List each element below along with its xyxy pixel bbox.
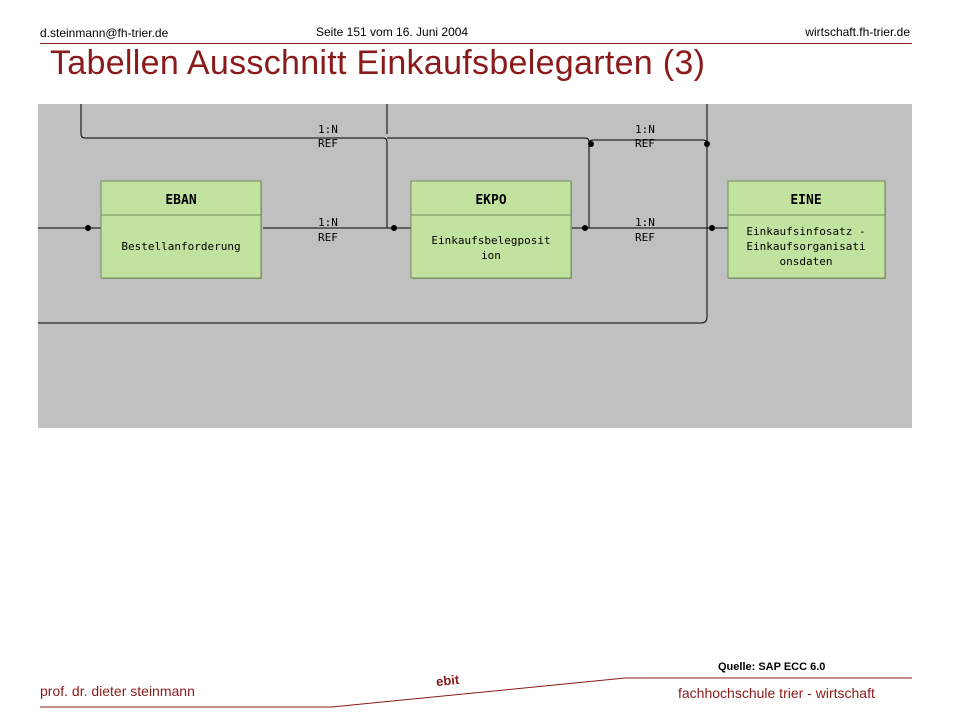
relation-labels: 1:N REF 1:N REF 1:N REF 1:N REF: [318, 123, 655, 244]
joint-dot: [709, 225, 715, 231]
table-box-eban[interactable]: EBAN Bestellanforderung: [100, 180, 262, 279]
table-description-line-3: onsdaten: [780, 255, 833, 268]
footer-author: prof. dr. dieter steinmann: [40, 683, 195, 699]
joint-dot: [704, 141, 710, 147]
table-description-line-2: ion: [481, 249, 501, 262]
joint-dot: [588, 141, 594, 147]
table-box-body: [100, 180, 262, 279]
table-name: EKPO: [475, 193, 506, 208]
header-page-info: Seite 151 vom 16. Juni 2004: [316, 25, 469, 39]
joint-dot: [85, 225, 91, 231]
footer-institution: fachhochschule trier - wirtschaft: [678, 685, 875, 701]
header-website: wirtschaft.fh-trier.de: [805, 25, 910, 39]
header-email: d.steinmann@fh-trier.de: [40, 26, 169, 40]
table-box-eine[interactable]: EINE Einkaufsinfosatz - Einkaufsorganisa…: [727, 180, 886, 279]
footer-line-slope: [331, 677, 626, 708]
table-box-ekpo[interactable]: EKPO Einkaufsbelegposit ion: [410, 180, 572, 279]
page-title: Tabellen Ausschnitt Einkaufsbelegarten (…: [50, 44, 706, 82]
er-diagram-canvas: 1:N REF 1:N REF 1:N REF 1:N REF EBAN Bes…: [38, 104, 886, 324]
source-note: Quelle: SAP ECC 6.0: [718, 661, 826, 673]
table-description-line-1: Einkaufsbelegposit: [431, 234, 550, 247]
joint-dot: [582, 225, 588, 231]
relation-3-type: REF: [318, 231, 338, 244]
table-name: EINE: [790, 193, 821, 208]
relation-1-cardinality: 1:N: [318, 123, 338, 136]
relation-3-cardinality: 1:N: [318, 216, 338, 229]
header-rule: [40, 43, 912, 44]
relation-4-type: REF: [635, 231, 655, 244]
connector-joints: [85, 141, 715, 231]
table-description-line-2: Einkaufsorganisati: [746, 240, 865, 253]
relation-1-type: REF: [318, 137, 338, 150]
relation-4-cardinality: 1:N: [635, 216, 655, 229]
relation-2-cardinality: 1:N: [635, 123, 655, 136]
connector-eban-ekpo-upper: [80, 104, 388, 228]
ebit-logo: ebit: [435, 671, 460, 690]
table-box-body: [410, 180, 572, 279]
table-name: EBAN: [165, 193, 196, 208]
connector-bottom-return: [38, 228, 708, 324]
joint-dot: [391, 225, 397, 231]
table-description-line-1: Einkaufsinfosatz -: [746, 225, 865, 238]
table-description: Bestellanforderung: [121, 240, 240, 253]
relation-2-type: REF: [635, 137, 655, 150]
footer-lines: [40, 677, 912, 708]
table-box-body: [727, 180, 886, 279]
er-diagram: 1:N REF 1:N REF 1:N REF 1:N REF EBAN Bes…: [38, 104, 912, 428]
